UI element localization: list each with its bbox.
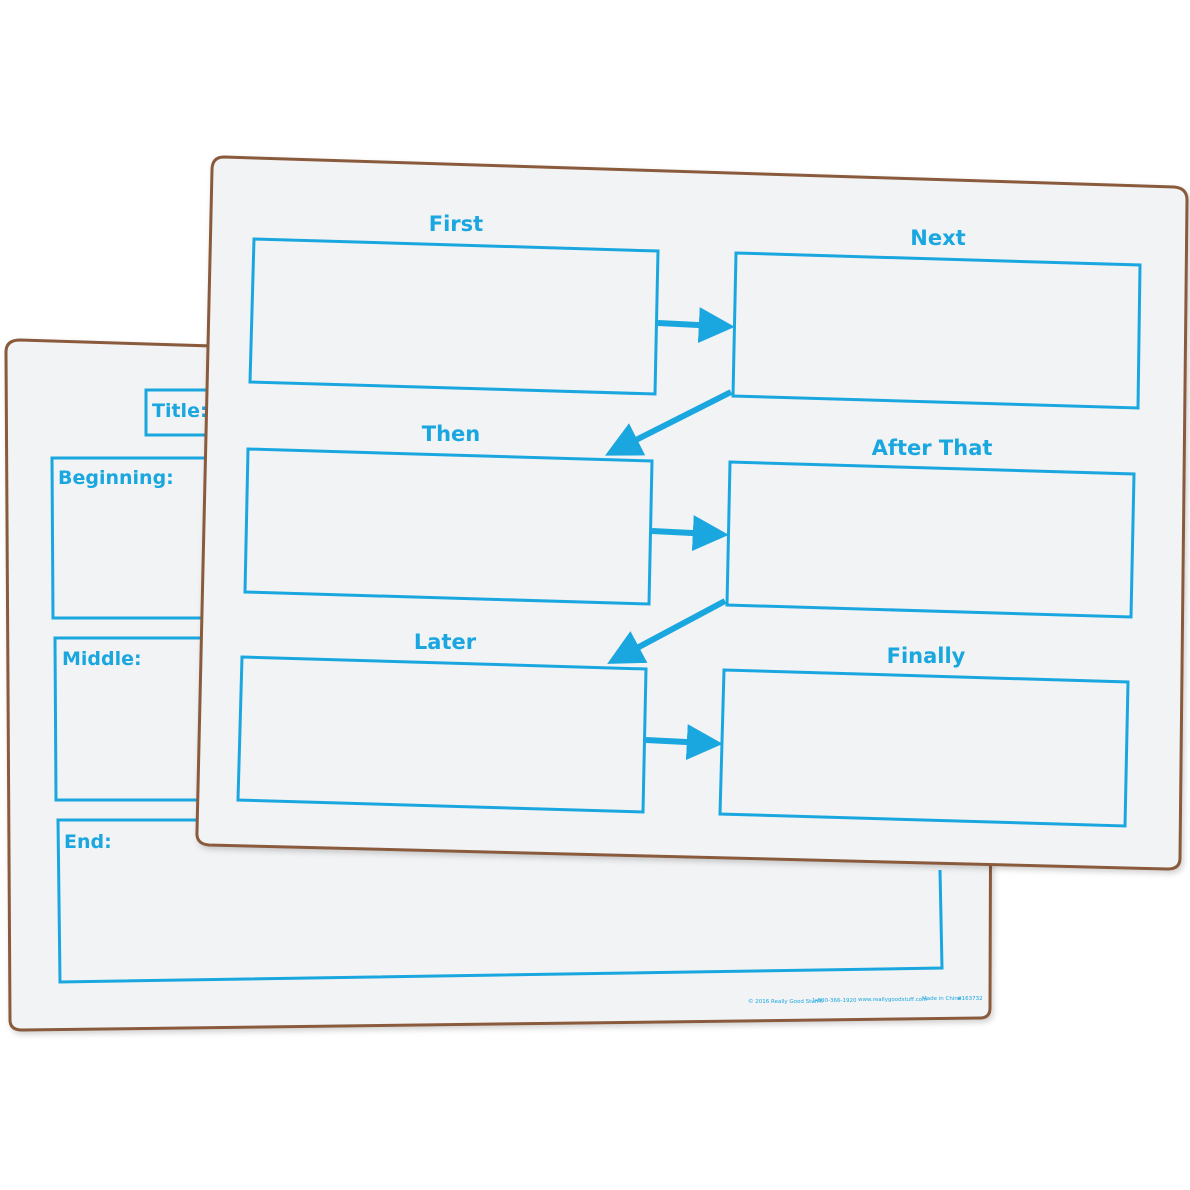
later-box [236,655,648,814]
footer-website: www.reallygoodstuff.com [858,997,927,1003]
later-label: Later [414,630,477,654]
end-box [56,818,944,984]
finally-box [718,668,1130,828]
front-board-content: First Next Then After That Later Finally [236,212,1142,828]
middle-box [53,636,205,802]
arrow-first-to-next-icon [657,307,735,344]
middle-label: Middle: [62,648,142,670]
arrow-next-to-then-icon [605,389,733,456]
then-box [243,447,654,606]
arrow-later-to-finally-icon [645,724,723,761]
arrow-then-to-after-that-icon [651,515,729,552]
beginning-label: Beginning: [58,467,174,489]
footer-item-number: #163732 [957,996,983,1002]
then-label: Then [422,422,480,446]
next-box [731,251,1142,410]
finally-label: Finally [887,644,966,668]
footer-phone: 1-800-366-1920 [812,998,857,1004]
next-label: Next [910,226,965,250]
footer-origin: Made in China [922,996,961,1002]
after-that-label: After That [872,436,993,460]
front-board-surface [195,155,1189,871]
arrow-after-that-to-later-icon [607,598,727,664]
beginning-box [50,456,210,620]
front-whiteboard [195,155,1189,871]
first-box [248,237,660,396]
footer-copyright: © 2016 Really Good Stuff® [748,998,824,1005]
end-label: End: [64,831,112,853]
first-label: First [429,212,483,236]
after-that-box [725,460,1136,619]
back-board-footer: © 2016 Really Good Stuff® 1-800-366-1920… [748,996,983,1005]
title-label: Title: [152,400,208,422]
back-board-content: Title: Beginning: Middle: End: © 2016 Re… [50,388,983,1005]
